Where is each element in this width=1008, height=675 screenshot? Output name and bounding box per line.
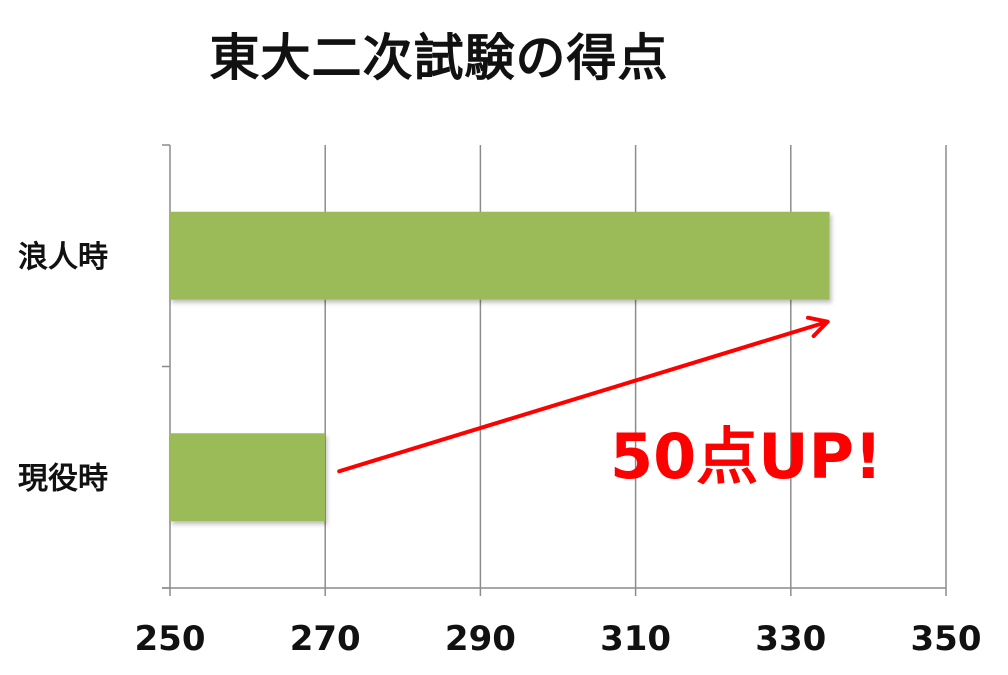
annotation-arrow-line bbox=[337, 319, 830, 474]
category-label: 現役時 bbox=[18, 461, 108, 496]
x-tick-label: 270 bbox=[290, 619, 361, 659]
bars bbox=[170, 211, 830, 522]
annotation: 50点UP! bbox=[337, 315, 882, 493]
annotation-label: 50点UP! bbox=[610, 420, 882, 493]
x-tick-label: 350 bbox=[911, 619, 982, 659]
bar bbox=[170, 433, 326, 522]
gridlines bbox=[324, 145, 947, 588]
x-tick-label: 250 bbox=[135, 619, 206, 659]
x-tick-label: 310 bbox=[600, 619, 671, 659]
annotation-arrow-head bbox=[806, 315, 830, 339]
category-label: 浪人時 bbox=[18, 240, 108, 275]
x-tick-label: 330 bbox=[755, 619, 826, 659]
chart-title: 東大二次試験の得点 bbox=[209, 29, 669, 87]
x-tick-label: 290 bbox=[445, 619, 516, 659]
bar bbox=[170, 211, 830, 300]
